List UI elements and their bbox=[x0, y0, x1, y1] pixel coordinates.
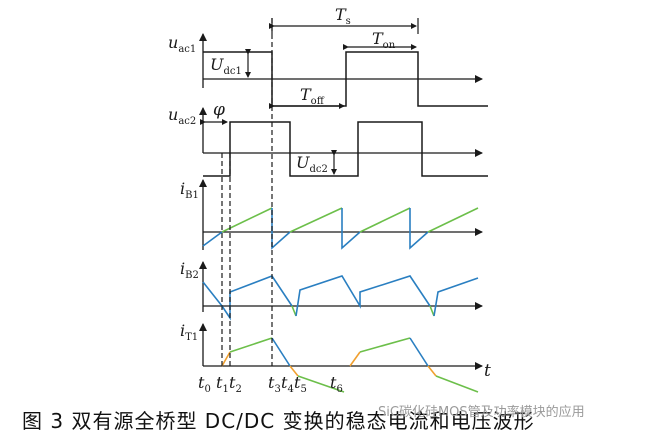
ib1-label: iB1 bbox=[180, 179, 199, 201]
ton-label: Ton bbox=[372, 29, 396, 51]
t3-label: t3 bbox=[268, 373, 281, 395]
uac2-label: uac2 bbox=[168, 105, 196, 127]
uac1-axes bbox=[199, 33, 483, 88]
t2-label: t2 bbox=[229, 373, 242, 395]
toff-label: Toff bbox=[300, 85, 325, 107]
t5-label: t5 bbox=[294, 373, 307, 395]
t1-label: t1 bbox=[216, 373, 229, 395]
uac2-waveform bbox=[203, 121, 488, 177]
time-axis-label: t bbox=[484, 361, 491, 381]
ib2-label: iB2 bbox=[180, 259, 199, 281]
watermark-text: SiC碳化硅MOS管及功率模块的应用 bbox=[378, 404, 585, 420]
figure-caption: 图 3 双有源全桥型 DC/DC 变换的稳态电流和电压波形 bbox=[22, 409, 535, 433]
ib1-waveform bbox=[202, 207, 479, 250]
it1-waveform bbox=[221, 337, 479, 393]
uac2-axes bbox=[199, 107, 483, 157]
it1-label: iT1 bbox=[180, 321, 198, 343]
ib2-waveform bbox=[202, 275, 479, 321]
t0-label: t0 bbox=[198, 373, 211, 395]
time-guides bbox=[221, 18, 273, 366]
phi-label: φ bbox=[213, 100, 225, 120]
ts-label: Ts bbox=[335, 5, 351, 27]
uac1-label: uac1 bbox=[168, 33, 196, 55]
t6-label: t6 bbox=[330, 373, 343, 395]
time-marks: t0 t1 t2 t3 t4 t5 t6 bbox=[198, 373, 343, 395]
t4-label: t4 bbox=[281, 373, 294, 395]
udc1-label: Udc1 bbox=[210, 55, 242, 77]
it1-axes bbox=[199, 323, 483, 370]
udc2-label: Udc2 bbox=[296, 153, 328, 175]
